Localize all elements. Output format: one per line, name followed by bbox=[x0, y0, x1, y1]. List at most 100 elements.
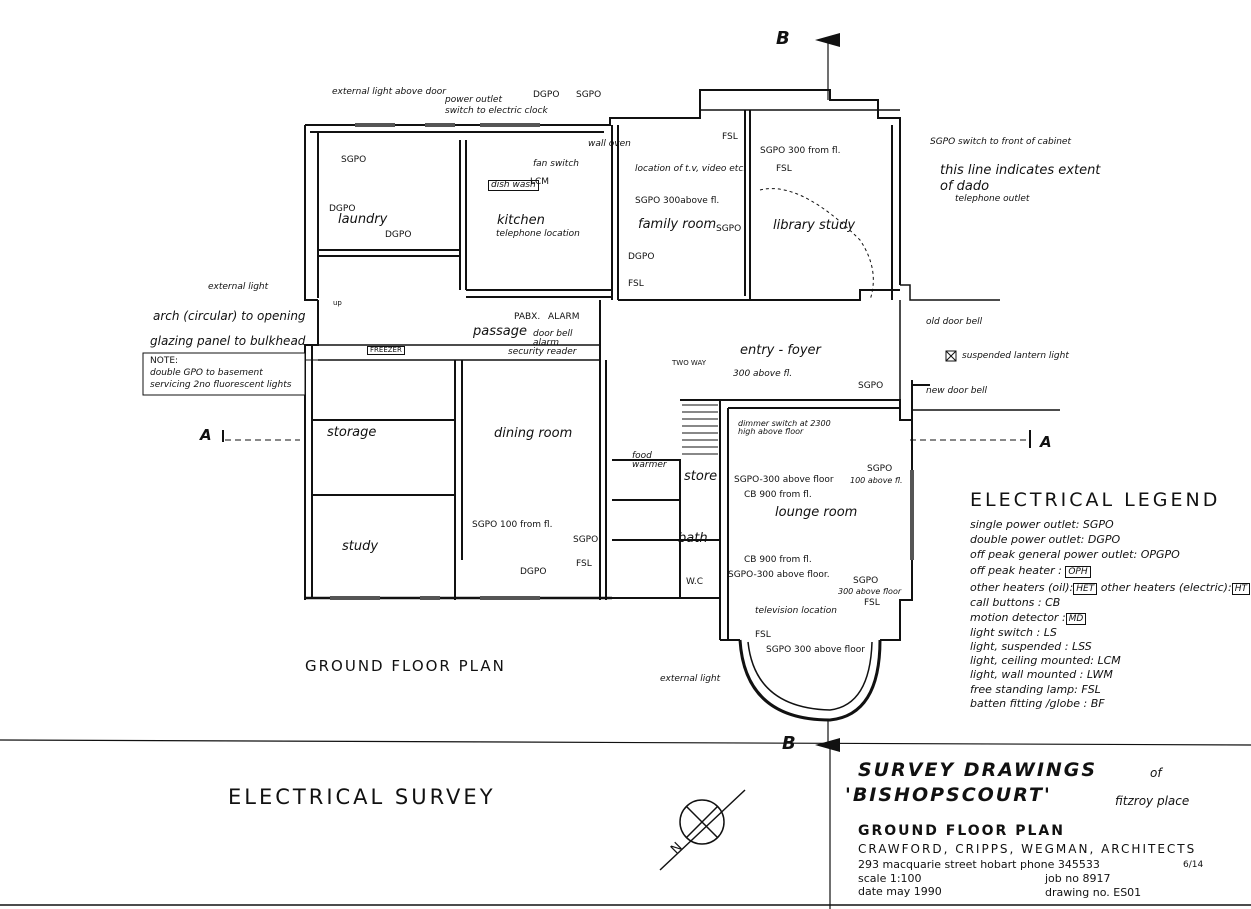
label-fsl-family: FSL bbox=[722, 132, 738, 142]
label-pabx: PABX. bbox=[514, 312, 541, 322]
annotation-television-location: television location bbox=[755, 606, 837, 616]
label-sgpo-300-family: SGPO 300above fl. bbox=[635, 196, 720, 206]
room-store: store bbox=[684, 469, 718, 484]
legend-item: light, ceiling mounted: LCM bbox=[970, 654, 1121, 667]
section-a-marker-left: A bbox=[200, 426, 212, 444]
label-freezer: FREEZER bbox=[367, 346, 405, 355]
survey-drawings-title: SURVEY DRAWINGS bbox=[858, 759, 1098, 781]
label-two-way: TWO WAY bbox=[672, 359, 706, 367]
annotation-food-warmer: food warmer bbox=[632, 451, 667, 470]
room-laundry: laundry bbox=[338, 212, 388, 227]
label-dgpo-dining: DGPO bbox=[520, 567, 547, 577]
label-sgpo-kitchen-top: SGPO bbox=[576, 90, 602, 100]
section-a-marker-right: A bbox=[1040, 433, 1052, 451]
label-dgpo-kitchen-top: DGPO bbox=[533, 90, 560, 100]
note-line-1: double GPO to basement bbox=[150, 368, 263, 378]
room-entry-foyer: entry - foyer bbox=[740, 343, 821, 358]
room-storage: storage bbox=[327, 425, 377, 440]
annotation-telephone-outlet: telephone outlet bbox=[955, 194, 1030, 204]
annotation-external-light-south: external light bbox=[660, 674, 721, 684]
room-dining-room: dining room bbox=[494, 426, 573, 441]
label-sgpo-300-bay: SGPO 300 above floor bbox=[766, 645, 865, 655]
date: date may 1990 bbox=[858, 885, 942, 898]
label-cb-900-lounge: CB 900 from fl. bbox=[744, 490, 812, 500]
label-sgpo-300-lounge-2: SGPO-300 above floor. bbox=[728, 570, 830, 580]
annotation-old-door-bell: old door bell bbox=[926, 317, 983, 327]
legend-item: off peak heater : OPH bbox=[970, 564, 1091, 578]
property-name: 'BISHOPSCOURT' bbox=[845, 784, 1052, 806]
label-sgpo-300-library: SGPO 300 from fl. bbox=[760, 146, 841, 156]
label-dgpo-family: DGPO bbox=[628, 252, 655, 262]
legend-item: call buttons : CB bbox=[970, 596, 1061, 609]
legend-item: batten fitting /globe : BF bbox=[970, 697, 1105, 710]
annotation-suspended-lantern: suspended lantern light bbox=[962, 351, 1069, 361]
label-sgpo-300-lounge: SGPO-300 above floor bbox=[734, 475, 834, 485]
drawing-number: drawing no. ES01 bbox=[1045, 886, 1142, 899]
label-dgpo-laundry: DGPO bbox=[329, 204, 356, 214]
scale: scale 1:100 bbox=[858, 872, 922, 885]
label-sgpo-dining: SGPO bbox=[573, 535, 599, 545]
annotation-300-above-floor: 300 above floor bbox=[838, 587, 902, 596]
label-lcm-kitchen: LCM bbox=[530, 177, 550, 187]
label-sgpo-lounge-south: SGPO bbox=[853, 576, 879, 586]
room-kitchen: kitchen bbox=[497, 213, 545, 228]
label-fsl-dining: FSL bbox=[576, 559, 592, 569]
page-number: 6/14 bbox=[1183, 860, 1204, 870]
legend-item: double power outlet: DGPO bbox=[970, 533, 1121, 546]
section-b-marker-top: B bbox=[776, 28, 790, 49]
plan-title: GROUND FLOOR PLAN bbox=[305, 657, 506, 675]
room-lounge-room: lounge room bbox=[775, 505, 858, 520]
legend-item: light, suspended : LSS bbox=[970, 640, 1092, 653]
label-sgpo-laundry: SGPO bbox=[341, 155, 367, 165]
room-bath: bath bbox=[678, 531, 708, 546]
annotation-arch-note: arch (circular) to opening bbox=[153, 309, 306, 323]
legend-item: motion detector :MD bbox=[970, 611, 1087, 625]
room-family-room: family room bbox=[638, 217, 717, 232]
annotation-dado-note: this line indicates extent of dado bbox=[940, 163, 1101, 195]
sheet-title: GROUND FLOOR PLAN bbox=[858, 823, 1065, 839]
room-wc: W.C bbox=[686, 577, 704, 587]
annotation-security-reader: security reader bbox=[508, 347, 577, 357]
annotation-door-bell-alarm: door bell alarm bbox=[533, 329, 573, 348]
annotation-300-above-fl: 300 above fl. bbox=[733, 369, 793, 379]
section-b-marker-bottom: B bbox=[782, 733, 796, 754]
annotation-fan-switch: fan switch bbox=[533, 159, 579, 169]
architect-address: 293 macquarie street hobart phone 345533 bbox=[858, 858, 1100, 871]
annotation-dimmer-switch: dimmer switch at 2300 high above floor bbox=[738, 419, 831, 436]
legend-item: light switch : LS bbox=[970, 626, 1057, 639]
label-fsl-lounge: FSL bbox=[864, 598, 880, 608]
annotation-sgpo-switch-cabinet: SGPO switch to front of cabinet bbox=[930, 137, 1071, 147]
label-sgpo-family-2: SGPO bbox=[716, 224, 742, 234]
room-passage: passage bbox=[473, 324, 527, 339]
legend-item: free standing lamp: FSL bbox=[970, 683, 1101, 696]
label-fsl-library: FSL bbox=[776, 164, 792, 174]
annotation-external-light-west: external light bbox=[208, 282, 269, 292]
label-alarm: ALARM bbox=[548, 312, 580, 322]
label-sgpo-100-dining: SGPO 100 from fl. bbox=[472, 520, 553, 530]
label-up: up bbox=[333, 299, 342, 307]
annotation-power-outlet: power outlet bbox=[445, 95, 502, 105]
label-sgpo-entry: SGPO bbox=[858, 381, 884, 391]
legend-item: off peak general power outlet: OPGPO bbox=[970, 548, 1180, 561]
note-title: NOTE: bbox=[150, 356, 179, 366]
annotation-glazing-note: glazing panel to bulkhead bbox=[150, 334, 306, 348]
annotation-external-light-above-door: external light above door bbox=[332, 87, 446, 97]
room-study: study bbox=[342, 539, 379, 554]
label-dgpo-laundry-2: DGPO bbox=[385, 230, 412, 240]
legend-item: other heaters (oil):HET other heaters (e… bbox=[970, 581, 1250, 595]
label-cb-900-lounge-2: CB 900 from fl. bbox=[744, 555, 812, 565]
room-library-study: library study bbox=[773, 218, 856, 233]
legend-title: ELECTRICAL LEGEND bbox=[970, 489, 1221, 511]
annotation-wall-oven: wall oven bbox=[588, 139, 631, 149]
job-number: job no 8917 bbox=[1045, 872, 1111, 885]
annotation-location-tv: location of t.v, video etc. bbox=[635, 164, 747, 174]
annotation-telephone-location: telephone location bbox=[496, 229, 580, 239]
label-fsl-family-2: FSL bbox=[628, 279, 644, 289]
label-sgpo-lounge-east: SGPO bbox=[867, 464, 893, 474]
annotation-new-door-bell: new door bell bbox=[926, 386, 988, 396]
survey-drawings-of: of bbox=[1150, 766, 1162, 780]
annotation-dish-wash: dish wash bbox=[488, 180, 539, 191]
property-location: fitzroy place bbox=[1115, 794, 1190, 808]
legend-item: single power outlet: SGPO bbox=[970, 518, 1114, 531]
